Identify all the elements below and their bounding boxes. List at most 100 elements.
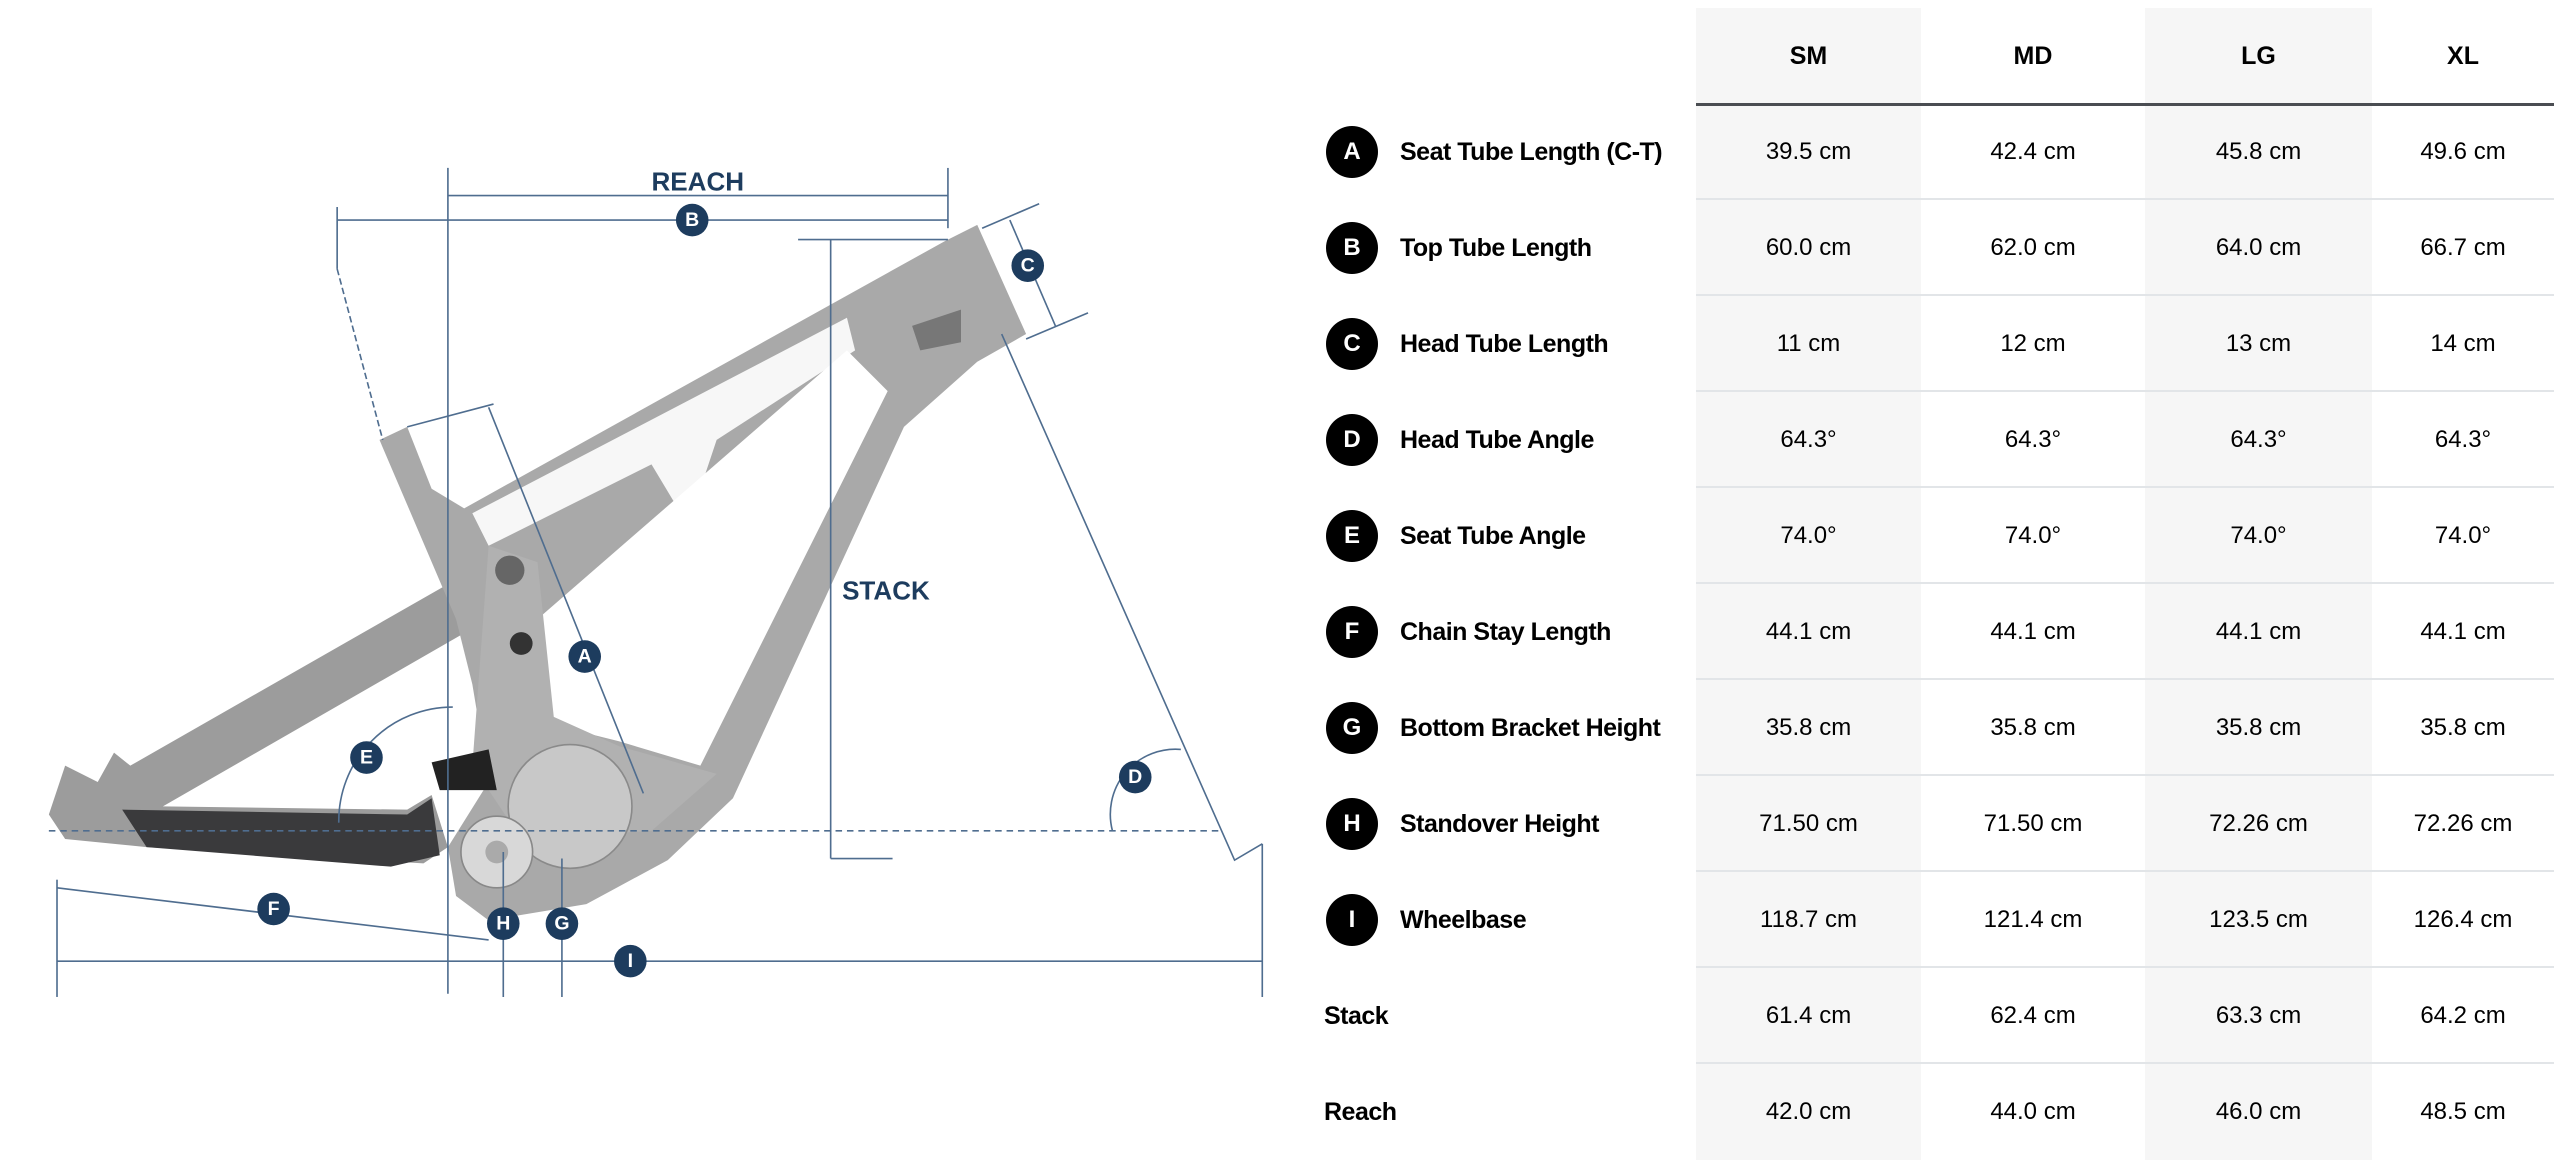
row-divider — [1696, 870, 2554, 872]
cell-sm: 42.0 cm — [1765, 1098, 1852, 1125]
cell-sm: 61.4 cm — [1765, 1002, 1852, 1029]
svg-text:D: D — [1128, 766, 1142, 788]
row-divider — [1696, 294, 2554, 296]
cell-lg: 46.0 cm — [2215, 1098, 2302, 1125]
row-badge: D — [1326, 414, 1378, 466]
cell-md: 42.4 cm — [1990, 138, 2076, 165]
table-row: A Seat Tube Length (C-T) 39.5 cm 42.4 cm 45.… — [1324, 104, 2554, 200]
cell-xl: 66.7 cm — [2420, 234, 2506, 261]
cell-sm: 39.5 cm — [1765, 138, 1852, 165]
cell-lg: 44.1 cm — [2215, 618, 2302, 645]
badge-h: H — [486, 907, 520, 940]
row-divider — [1696, 198, 2554, 200]
svg-text:G: G — [554, 913, 569, 935]
row-label: Head Tube Length — [1400, 329, 1609, 358]
row-badge: E — [1326, 510, 1378, 562]
cell-lg: 63.3 cm — [2215, 1002, 2302, 1029]
cell-xl: 49.6 cm — [2420, 138, 2506, 165]
row-badge: F — [1326, 606, 1378, 658]
row-badge: C — [1326, 318, 1378, 370]
row-divider — [1696, 678, 2554, 680]
table-row: I Wheelbase 118.7 cm 121.4 cm 123.5 cm 126.4 … — [1324, 872, 2554, 968]
badge-b: B — [675, 203, 709, 237]
badge-d: D — [1118, 760, 1152, 794]
cell-md: 62.4 cm — [1990, 1002, 2076, 1029]
cell-md: 44.1 cm — [1990, 618, 2076, 645]
row-divider — [1696, 966, 2554, 968]
row-badge: G — [1326, 702, 1378, 754]
cell-lg: 13 cm — [2225, 330, 2292, 357]
svg-text:F: F — [268, 898, 280, 920]
cell-sm: 11 cm — [1776, 330, 1841, 357]
row-divider — [1696, 486, 2554, 488]
svg-text:I: I — [628, 950, 633, 972]
bike-geometry-diagram: REACH STACK A B C D E F G H I — [48, 167, 1264, 997]
diagram-badges: A B C D E F G H I — [257, 203, 1152, 978]
table-row: G Bottom Bracket Height 35.8 cm 35.8 cm 35.8… — [1324, 680, 2554, 776]
cell-sm: 35.8 cm — [1765, 714, 1852, 741]
row-label: Top Tube Length — [1400, 233, 1592, 262]
cell-xl: 48.5 cm — [2420, 1098, 2506, 1125]
header-sm: SM — [1789, 41, 1828, 70]
cell-sm: 74.0° — [1780, 522, 1837, 549]
cell-lg: 72.26 cm — [2209, 810, 2308, 837]
header-divider — [1696, 103, 2554, 106]
badge-e: E — [350, 741, 383, 774]
cell-sm: 60.0 cm — [1765, 234, 1852, 261]
row-badge: A — [1326, 126, 1378, 178]
cell-xl: 35.8 cm — [2420, 714, 2506, 741]
row-divider — [1696, 390, 2554, 392]
cell-sm: 71.50 cm — [1759, 810, 1858, 837]
bike-frame — [48, 224, 1027, 921]
cell-md: 44.0 cm — [1990, 1098, 2076, 1125]
row-label: Wheelbase — [1400, 905, 1527, 934]
cell-xl: 44.1 cm — [2420, 618, 2506, 645]
cell-lg: 45.8 cm — [2215, 138, 2302, 165]
stack-label: STACK — [842, 576, 930, 606]
header-lg: LG — [2241, 41, 2276, 70]
cell-md: 74.0° — [2004, 522, 2062, 549]
row-divider — [1696, 582, 2554, 584]
row-label: Standover Height — [1400, 809, 1599, 838]
svg-text:B: B — [685, 209, 699, 231]
cell-md: 12 cm — [2000, 330, 2066, 357]
cell-lg: 64.0 cm — [2215, 234, 2302, 261]
cell-md: 35.8 cm — [1990, 714, 2076, 741]
badge-f: F — [257, 892, 290, 926]
row-label: Seat Tube Angle — [1400, 521, 1586, 550]
badge-g: G — [545, 907, 579, 940]
header-md: MD — [2013, 41, 2053, 70]
row-label: Reach — [1324, 1097, 1397, 1126]
row-label: Seat Tube Length (C-T) — [1400, 137, 1663, 166]
cell-lg: 123.5 cm — [2209, 906, 2308, 933]
cell-xl: 126.4 cm — [2413, 906, 2513, 933]
cell-xl: 64.2 cm — [2420, 1002, 2506, 1029]
row-label: Bottom Bracket Height — [1400, 713, 1661, 742]
row-badge: H — [1326, 798, 1378, 850]
cell-xl: 14 cm — [2430, 330, 2496, 357]
svg-text:H: H — [496, 913, 510, 935]
row-label: Head Tube Angle — [1400, 425, 1594, 454]
cell-md: 64.3° — [2004, 426, 2062, 453]
cell-md: 121.4 cm — [1983, 906, 2083, 933]
badge-i: I — [614, 944, 647, 978]
row-divider — [1696, 1062, 2554, 1064]
cell-sm: 118.7 cm — [1760, 906, 1857, 933]
svg-text:C: C — [1021, 255, 1035, 277]
row-label: Chain Stay Length — [1400, 617, 1611, 646]
table-row: Reach 42.0 cm 44.0 cm 46.0 cm 48.5 cm — [1324, 1064, 2554, 1160]
reach-label: REACH — [652, 167, 745, 197]
column-bg-sm — [1696, 8, 1921, 1160]
row-badge: I — [1326, 894, 1378, 946]
badge-a: A — [568, 640, 602, 673]
header-xl: XL — [2447, 41, 2479, 70]
cell-lg: 35.8 cm — [2215, 714, 2302, 741]
table-row: C Head Tube Length 11 cm 12 cm 13 cm 14 cm — [1324, 296, 2554, 392]
cell-md: 71.50 cm — [1983, 810, 2083, 837]
table-row: H Standover Height 71.50 cm 71.50 cm 72.26 c… — [1324, 776, 2554, 872]
row-divider — [1696, 774, 2554, 776]
